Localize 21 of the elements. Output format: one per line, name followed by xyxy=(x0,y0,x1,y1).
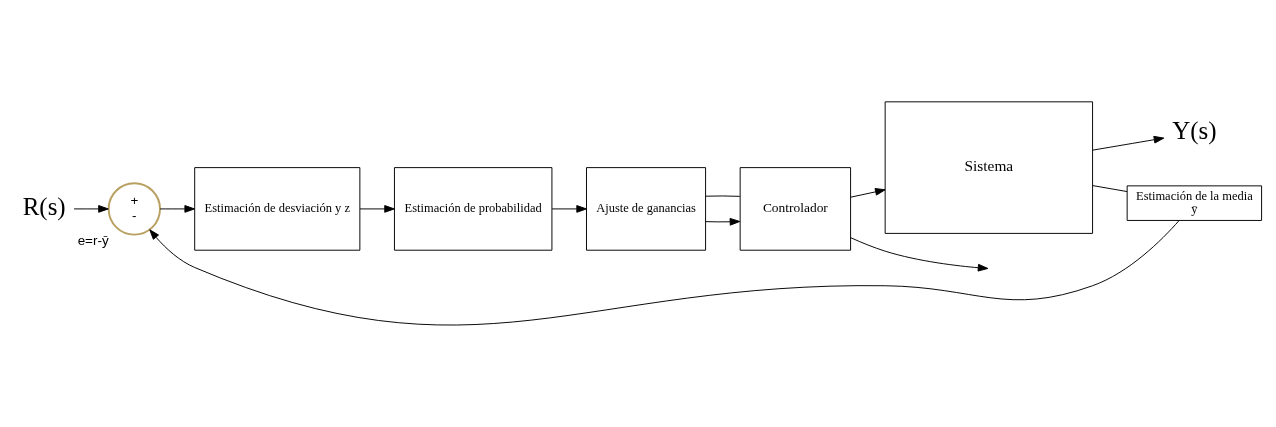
node-text: R(s) xyxy=(22,192,66,220)
arrow xyxy=(850,237,989,272)
node-box: Estimación de probabilidad xyxy=(393,167,553,251)
node-box: Ajuste de ganancias xyxy=(586,167,707,251)
node-text: Y(s) xyxy=(1172,117,1217,145)
node-box: Estimación de la media ȳ xyxy=(1126,185,1263,221)
node-box: Estimación de desviación y z xyxy=(194,167,361,251)
node-box: Controlador xyxy=(739,167,852,251)
connector xyxy=(705,195,741,197)
arrow xyxy=(73,205,109,213)
arrow xyxy=(159,205,195,213)
arrow xyxy=(850,188,886,198)
node-box: Sistema xyxy=(884,101,1094,234)
arrow xyxy=(149,220,1180,326)
arrow xyxy=(551,205,587,213)
node-label: e=r-ȳ xyxy=(77,233,109,249)
arrow xyxy=(359,205,395,213)
arrow xyxy=(1092,135,1165,151)
node-circle: + - xyxy=(107,182,161,236)
connector xyxy=(1092,185,1128,193)
arrow xyxy=(705,217,741,226)
